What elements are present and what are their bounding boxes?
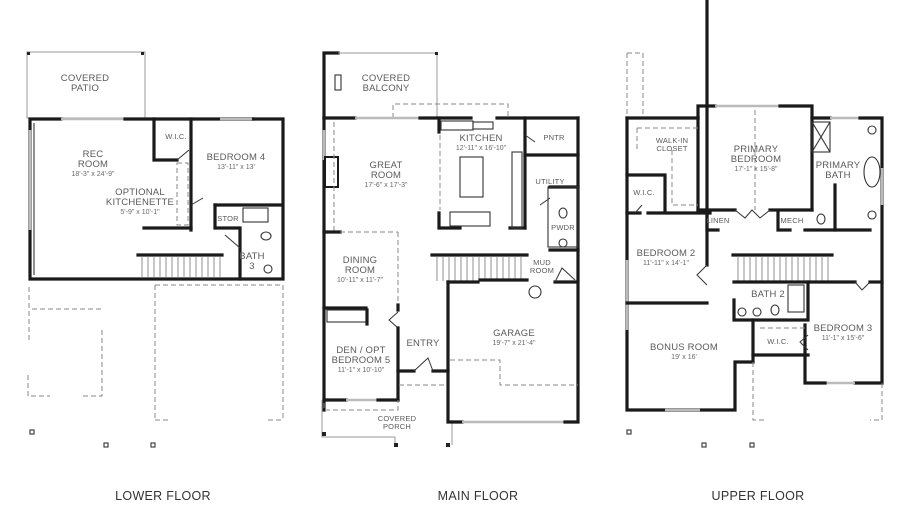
upper-floor-plan [625, 0, 884, 448]
room-label-walk-in-closet: WALK-IN CLOSET [655, 136, 689, 153]
room-label-primary-bath: PRIMARY BATH [815, 160, 861, 181]
room-label-bath-2: BATH 2 [751, 289, 785, 300]
room-label-mud-room: MUD ROOM [529, 258, 555, 275]
room-label-garage: GARAGE 19'-7" x 21'-4" [492, 328, 536, 347]
room-label-storage: STOR [217, 214, 239, 223]
room-label-covered-patio: COVERED PATIO [60, 73, 110, 94]
room-label-kitchen: KITCHEN 12'-11" x 16'-10" [455, 133, 507, 152]
room-label-wic-upper-left: W.I.C. [633, 188, 655, 197]
room-label-linen: LINEN [706, 216, 730, 225]
room-label-great-room: GREAT ROOM 17'-6" x 17'-3" [364, 160, 408, 189]
room-label-bonus-room: BONUS ROOM 19' x 16' [650, 342, 718, 361]
main-floor-plan [321, 51, 580, 447]
room-label-bath-3: BATH 3 [239, 251, 265, 272]
room-label-utility: UTILITY [535, 177, 565, 186]
room-label-wic-lower: W.I.C. [165, 132, 187, 141]
lower-floor-plan [26, 51, 285, 448]
room-label-optional-kitchenette: OPTIONAL KITCHENETTE 5'-9" x 10'-1" [105, 187, 175, 216]
room-label-bedroom-4: BEDROOM 4 13'-11" x 13' [206, 152, 266, 171]
room-label-mech: MECH [780, 216, 804, 225]
room-label-bedroom-3: BEDROOM 3 11'-1" x 15'-6" [813, 323, 873, 342]
room-label-wic-upper-right: W.I.C. [767, 337, 789, 346]
room-label-pantry: PNTR [543, 133, 565, 142]
room-label-covered-balcony: COVERED BALCONY [361, 73, 411, 94]
room-label-primary-bedroom: PRIMARY BEDROOM 17'-1" x 15'-8" [730, 144, 782, 173]
floor-title-main: MAIN FLOOR [437, 489, 519, 503]
room-label-entry: ENTRY [406, 338, 440, 349]
room-label-bedroom-2: BEDROOM 2 11'-11" x 14'-1" [636, 248, 696, 267]
room-label-covered-porch: COVERED PORCH [377, 414, 417, 431]
floor-title-upper: UPPER FLOOR [711, 489, 805, 503]
floor-title-lower: LOWER FLOOR [115, 489, 211, 503]
room-label-dining-room: DINING ROOM 10'-11" x 11'-7" [337, 255, 383, 284]
room-label-powder: PWDR [551, 223, 575, 232]
room-label-rec-room: REC ROOM 18'-3" x 24'-9" [71, 149, 115, 178]
room-label-den-bedroom-5: DEN / OPT BEDROOM 5 11'-1" x 10'-10" [331, 345, 391, 374]
